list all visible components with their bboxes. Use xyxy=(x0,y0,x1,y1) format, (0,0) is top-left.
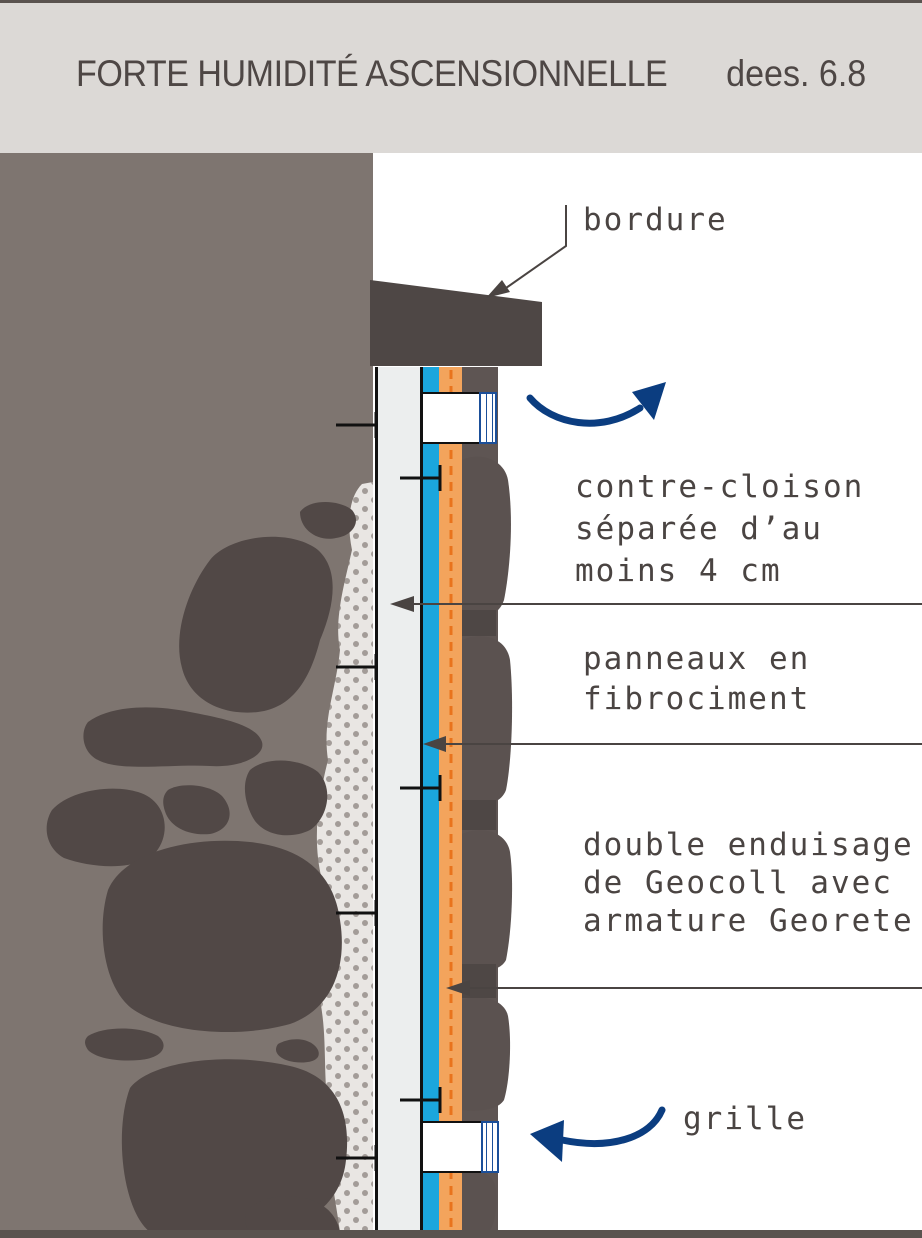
label-panneaux: panneaux en fibrociment xyxy=(583,640,810,718)
top-vent-grille-icon xyxy=(479,392,497,444)
outer-stones xyxy=(462,456,513,1233)
outer-stone xyxy=(462,456,511,620)
coping-bordure xyxy=(370,280,542,366)
wall-plaster xyxy=(316,482,373,1232)
masonry-stones xyxy=(46,502,357,1232)
page-title: FORTE HUMIDITÉ ASCENSIONNELLE xyxy=(76,53,668,94)
orange-layer xyxy=(439,367,463,1233)
leader-bordure xyxy=(486,205,567,298)
top-vent-body xyxy=(421,392,481,444)
fixing xyxy=(336,1145,378,1171)
leader-panneaux xyxy=(423,736,922,752)
label-line: armature Georete xyxy=(583,903,914,939)
stone xyxy=(179,536,333,713)
stone xyxy=(244,760,328,836)
fixing xyxy=(336,412,378,438)
label-line: de Geocoll avec xyxy=(583,865,893,901)
stone xyxy=(121,1059,348,1232)
stone xyxy=(83,707,263,767)
bottom-rule xyxy=(0,1230,922,1238)
stone xyxy=(46,788,165,867)
airflow-out-arrow-icon xyxy=(526,382,666,427)
label-bordure: bordure xyxy=(583,202,728,238)
leader-double-enduisage xyxy=(446,980,922,996)
header-band: FORTE HUMIDITÉ ASCENSIONNELLE dees. 6.8 xyxy=(0,0,922,153)
label-line: séparée d’au xyxy=(575,511,823,547)
blue-layer xyxy=(423,367,439,1233)
label-line: contre-cloison xyxy=(575,469,865,505)
fixing xyxy=(400,775,442,801)
fixing xyxy=(400,465,442,491)
bottom-vent-grille-icon xyxy=(481,1121,499,1173)
fixing xyxy=(400,1087,442,1113)
outer-stone xyxy=(462,830,513,972)
stone xyxy=(300,502,357,539)
stone xyxy=(245,1196,340,1232)
board-fixings xyxy=(336,412,442,1171)
airflow-in-arrow-icon xyxy=(530,1106,666,1162)
stone xyxy=(163,785,230,835)
label-grille: grille xyxy=(683,1101,807,1137)
board-cavity xyxy=(378,367,420,1233)
label-double-enduisage: double enduisage de Geocoll avec armatur… xyxy=(583,826,914,940)
label-contre-cloison: contre-cloison séparée d’au moins 4 cm xyxy=(575,468,864,590)
fixing xyxy=(336,654,378,680)
stone xyxy=(85,1028,164,1061)
fixing xyxy=(336,900,378,926)
label-line: fibrociment xyxy=(583,681,811,717)
label-line: moins 4 cm xyxy=(575,553,782,589)
label-line: double enduisage xyxy=(583,827,914,863)
label-line: panneaux en xyxy=(583,641,811,677)
leader-contre-cloison xyxy=(390,596,922,612)
figure-number: dees. 6.8 xyxy=(725,53,866,94)
stone xyxy=(102,840,342,1033)
outer-stone xyxy=(462,636,513,806)
outer-stone xyxy=(462,997,511,1111)
bottom-vent-body xyxy=(421,1121,483,1173)
stone xyxy=(275,1039,319,1063)
outer-stone xyxy=(462,1170,497,1233)
